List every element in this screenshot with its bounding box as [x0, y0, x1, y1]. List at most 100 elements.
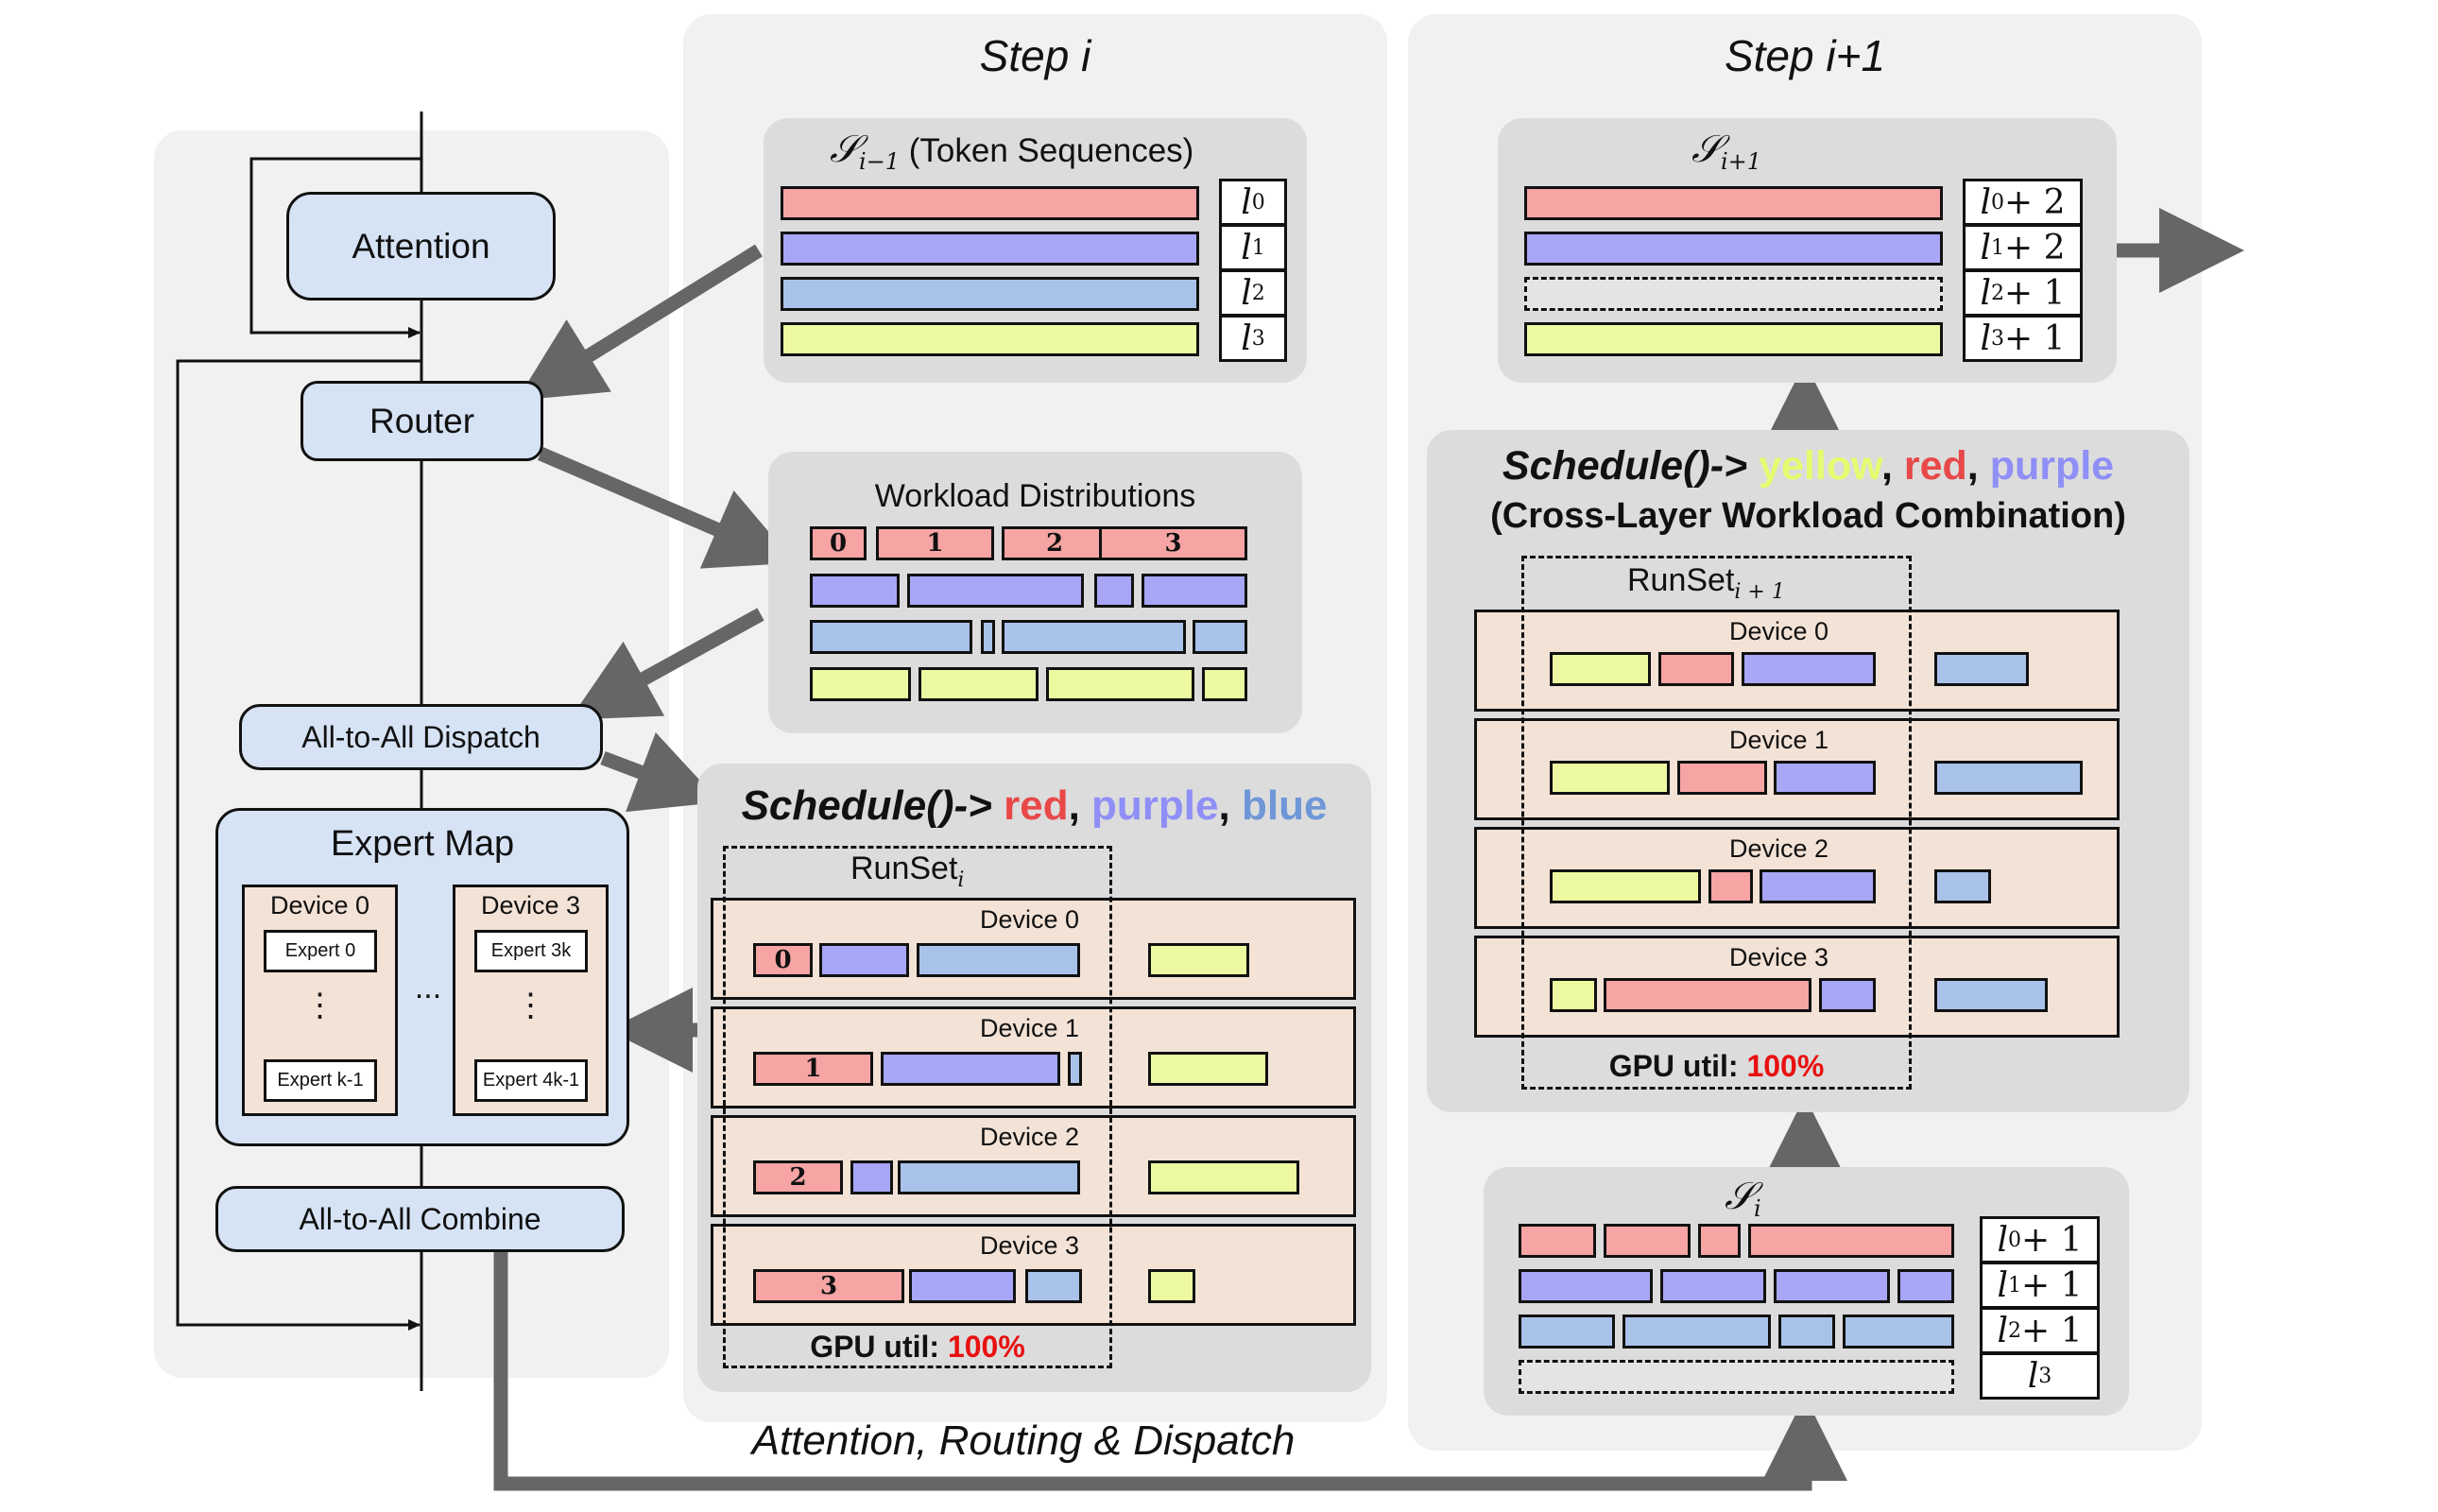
attention-label: Attention [352, 226, 490, 266]
scheduled-token-bar [898, 1160, 1080, 1194]
workload-segment [1094, 574, 1134, 608]
scheduled-token-bar [1774, 761, 1876, 795]
token-sequence-bar [1748, 1224, 1954, 1258]
schedule-i-sep: , [1068, 782, 1080, 829]
caption-attention-routing: Attention, Routing & Dispatch [751, 1418, 1296, 1464]
schedule-i1-word-yellow: yellow [1759, 443, 1881, 489]
token-sequence-bar [1897, 1269, 1954, 1303]
router-label: Router [369, 401, 475, 440]
scheduled-token-bar [1677, 761, 1767, 795]
seq-prev-sub: i−1 [858, 148, 901, 175]
workload-segment [1202, 667, 1247, 701]
scheduled-token-bar [1025, 1269, 1082, 1303]
expert-last-box: Expert 4k-1 [474, 1059, 588, 1102]
seq-next-symbol: 𝒮 [1691, 128, 1721, 171]
workload-segment [981, 620, 995, 654]
scheduled-token-bar [1934, 761, 2083, 795]
scheduled-token-bar [1550, 869, 1701, 903]
seq-cur-sub: i [1753, 1195, 1761, 1222]
workload-to-dispatch-arrow [569, 608, 764, 720]
expert-map-title: Expert Map [330, 824, 515, 864]
scheduled-token-bar: 0 [753, 943, 813, 977]
runset-i-label: RunSeti [850, 850, 964, 892]
token-sequence-bar [1604, 1224, 1691, 1258]
seq-cur-title: 𝒮i [1725, 1175, 1761, 1222]
seq-to-router-arrow [516, 244, 763, 401]
gpu-util-i-label: GPU util: [810, 1330, 940, 1364]
gpu-util-i1: GPU util: 100% [1521, 1049, 1912, 1084]
scheduled-token-bar [1068, 1052, 1082, 1086]
token-sequence-bar [1698, 1224, 1741, 1258]
gpu-util-i-value: 100% [947, 1330, 1025, 1364]
schedule-i1-device-name: Device 3 [1729, 943, 1829, 971]
seq-cur-symbol: 𝒮 [1725, 1175, 1754, 1218]
schedule-i-device-name: Device 2 [980, 1123, 1080, 1151]
schedule-i-word-purple: purple [1091, 782, 1219, 829]
combine-label: All-to-All Combine [299, 1201, 541, 1236]
scheduled-token-bar [1550, 652, 1651, 686]
workload-segment [1046, 667, 1194, 701]
expert-device-name: Device 3 [480, 891, 581, 919]
combine-node: All-to-All Combine [215, 1186, 625, 1252]
schedule-i-heading: Schedule()-> red, purple, blue [697, 782, 1371, 830]
schedule-i1-heading: Schedule()-> yellow, red, purple [1427, 443, 2189, 490]
scheduled-token-bar [1148, 1269, 1195, 1303]
scheduled-token-bar [850, 1160, 893, 1194]
seq-prev-title: 𝒮i−1 (Token Sequences) [830, 128, 1193, 175]
scheduled-token-bar [909, 1269, 1016, 1303]
runset-i1-sub: i + 1 [1734, 579, 1785, 604]
workload-segment [1142, 574, 1247, 608]
step-i-title: Step i [979, 31, 1091, 80]
workload-segment [810, 667, 911, 701]
expert-first-label: Expert 3k [490, 940, 572, 961]
schedule-i1-word-purple: purple [1989, 443, 2115, 489]
attention-residual-line [249, 157, 421, 338]
expert-last-box: Expert k-1 [264, 1059, 377, 1102]
expert-vdots: ⋮ [303, 988, 336, 1023]
token-sequence-bar [1843, 1314, 1954, 1349]
runset-i1-outline [1521, 556, 1912, 1090]
scheduled-token-bar [1550, 761, 1670, 795]
schedule-i-prefix: Schedule()-> [741, 782, 992, 829]
token-sequence-bar [781, 322, 1199, 356]
runset-i1-base: RunSet [1627, 562, 1735, 598]
scheduled-token-bar [1934, 652, 2029, 686]
dispatch-label: All-to-All Dispatch [301, 719, 541, 754]
schedule-i1-word-red: red [1903, 443, 1967, 489]
seq-next-sub: i+1 [1720, 148, 1762, 175]
workload-segment: 2 [1002, 526, 1107, 560]
runset-i-base: RunSet [850, 850, 958, 886]
workload-segment [1002, 620, 1186, 654]
dispatch-node: All-to-All Dispatch [239, 704, 603, 770]
token-sequence-bar [781, 277, 1199, 311]
scheduled-token-bar [1934, 869, 1991, 903]
scheduled-token-bar [1148, 1052, 1268, 1086]
token-sequence-bar [1778, 1314, 1835, 1349]
seq-prev-desc: (Token Sequences) [908, 132, 1194, 169]
scheduled-token-bar [819, 943, 909, 977]
seq-prev-symbol: 𝒮 [830, 128, 859, 171]
seq-next-title: 𝒮i+1 [1691, 128, 1761, 175]
scheduled-token-bar [1708, 869, 1753, 903]
schedule-i1-sep: , [1966, 443, 1979, 489]
workload-segment: 0 [810, 526, 867, 560]
token-sequence-bar [1622, 1314, 1771, 1349]
token-sequence-bar [1519, 1224, 1596, 1258]
dispatch-to-schedule-arrow [600, 731, 721, 813]
expert-vdots: ⋮ [514, 988, 547, 1023]
token-sequence-bar [1660, 1269, 1766, 1303]
scheduled-token-bar [1604, 978, 1811, 1012]
scheduled-token-bar [881, 1052, 1060, 1086]
workload-segment [907, 574, 1084, 608]
expert-map: Expert Map Device 0 Expert 0 ⋮ Expert k-… [215, 808, 629, 1146]
expert-first-label: Expert 0 [284, 940, 356, 961]
layer-residual-line [176, 359, 421, 1331]
scheduled-token-bar [1760, 869, 1876, 903]
